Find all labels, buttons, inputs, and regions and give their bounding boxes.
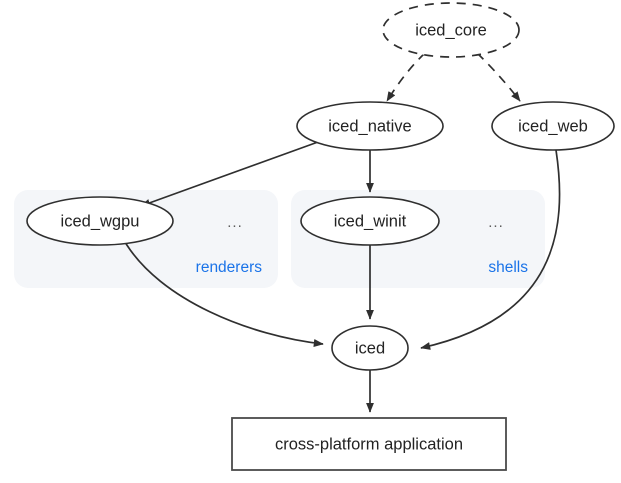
node-iced-shape[interactable]: [331, 325, 409, 371]
node-iced-core-shape[interactable]: [382, 2, 520, 58]
cluster-renderers-label: renderers: [196, 259, 263, 276]
node-iced-native-label: iced_native: [328, 117, 411, 135]
node-application-label: cross-platform application: [275, 435, 463, 453]
node-iced-wgpu[interactable]: iced_wgpu: [26, 196, 174, 246]
node-iced-web[interactable]: iced_web: [491, 101, 615, 151]
cluster-renderers-ellipsis: ...: [227, 214, 243, 231]
edge-iced-core-to-iced-web: [476, 52, 521, 102]
node-iced-winit-label: iced_winit: [334, 212, 407, 230]
node-iced-wgpu-label: iced_wgpu: [61, 212, 140, 230]
node-iced-label: iced: [355, 339, 385, 357]
node-iced-winit[interactable]: iced_winit: [300, 196, 440, 246]
node-iced-web-label: iced_web: [518, 117, 588, 135]
edge-iced-core-to-iced-native: [386, 52, 426, 102]
node-iced[interactable]: iced: [331, 325, 409, 371]
edge-iced-wgpu-to-iced: [124, 241, 324, 347]
node-iced-winit-shape[interactable]: [300, 196, 440, 246]
node-cross-platform-application[interactable]: cross-platform application: [231, 417, 507, 471]
edge-iced-web-to-iced: [420, 149, 561, 350]
cluster-shells-ellipsis: ...: [488, 214, 504, 231]
node-iced-native[interactable]: iced_native: [296, 101, 444, 151]
node-iced-native-shape[interactable]: [296, 101, 444, 151]
edge-iced-native-to-iced-wgpu: [140, 141, 319, 207]
node-iced-wgpu-shape[interactable]: [26, 196, 174, 246]
node-iced-web-shape[interactable]: [491, 101, 615, 151]
node-iced-core-label: iced_core: [415, 21, 487, 39]
node-iced-core[interactable]: iced_core: [382, 2, 520, 58]
node-application-shape[interactable]: [231, 417, 507, 471]
cluster-shells-label: shells: [488, 259, 528, 276]
